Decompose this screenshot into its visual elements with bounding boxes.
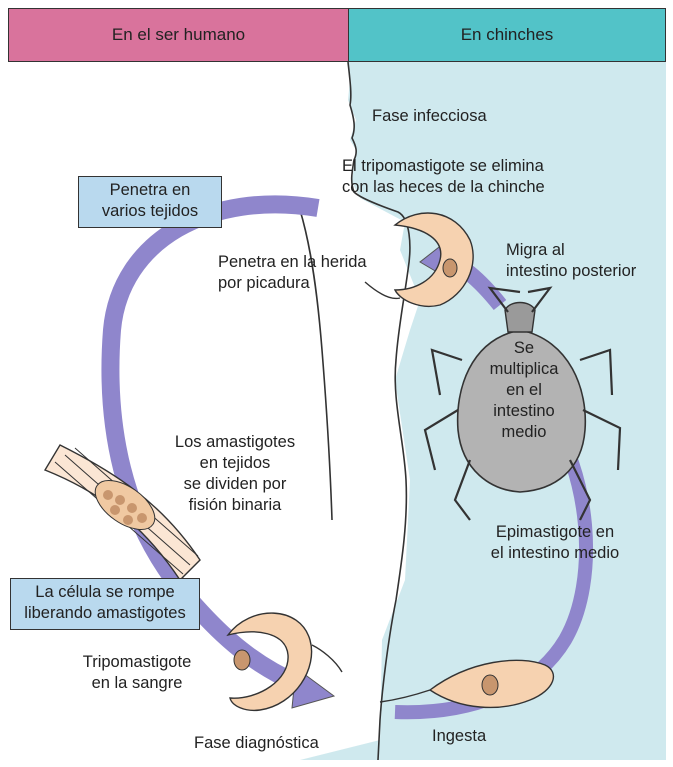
- label-tripo-elimina: El tripomastigote se elimina con las hec…: [342, 156, 545, 198]
- label-migra-2: intestino posterior: [506, 261, 636, 282]
- label-multiplica-2: multiplica: [486, 359, 562, 380]
- label-amastigotes-1: Los amastigotes: [160, 432, 310, 453]
- label-tripo-sangre: Tripomastigote en la sangre: [72, 652, 202, 694]
- label-multiplica-1: Se: [486, 338, 562, 359]
- label-multiplica-4: intestino: [486, 401, 562, 422]
- box-celula-rompe: La célula se rompe liberando amastigotes: [10, 578, 200, 630]
- label-se-multiplica: Se multiplica en el intestino medio: [486, 338, 562, 443]
- label-tripo-sangre-1: Tripomastigote: [72, 652, 202, 673]
- label-epimastigote-2: el intestino medio: [470, 543, 640, 564]
- label-fase-diagnostica: Fase diagnóstica: [194, 733, 319, 754]
- label-amastigotes-3: se dividen por: [160, 474, 310, 495]
- label-multiplica-3: en el: [486, 380, 562, 401]
- label-amastigotes-4: fisión binaria: [160, 495, 310, 516]
- label-tripo-elimina-1: El tripomastigote se elimina: [342, 156, 545, 177]
- label-amastigotes-2: en tejidos: [160, 453, 310, 474]
- label-tripo-elimina-2: con las heces de la chinche: [342, 177, 545, 198]
- label-multiplica-5: medio: [486, 422, 562, 443]
- header-human-label: En el ser humano: [112, 25, 245, 45]
- label-ingesta: Ingesta: [432, 726, 486, 747]
- label-amastigotes: Los amastigotes en tejidos se dividen po…: [160, 432, 310, 516]
- label-tripo-sangre-2: en la sangre: [72, 673, 202, 694]
- header-bug: En chinches: [348, 8, 666, 62]
- label-penetra-herida-2: por picadura: [218, 273, 367, 294]
- label-migra-1: Migra al: [506, 240, 636, 261]
- box-penetra-line1: Penetra en: [79, 180, 221, 201]
- box-rompe-line2: liberando amastigotes: [11, 603, 199, 624]
- header-human: En el ser humano: [8, 8, 348, 62]
- label-penetra-herida-1: Penetra en la herida: [218, 252, 367, 273]
- box-penetra-tejidos: Penetra en varios tejidos: [78, 176, 222, 228]
- label-epimastigote: Epimastigote en el intestino medio: [470, 522, 640, 564]
- box-rompe-line1: La célula se rompe: [11, 582, 199, 603]
- label-penetra-herida: Penetra en la herida por picadura: [218, 252, 367, 294]
- label-migra: Migra al intestino posterior: [506, 240, 636, 282]
- box-penetra-line2: varios tejidos: [79, 201, 221, 222]
- label-fase-infecciosa: Fase infecciosa: [372, 106, 487, 127]
- header-bug-label: En chinches: [461, 25, 554, 45]
- label-epimastigote-1: Epimastigote en: [470, 522, 640, 543]
